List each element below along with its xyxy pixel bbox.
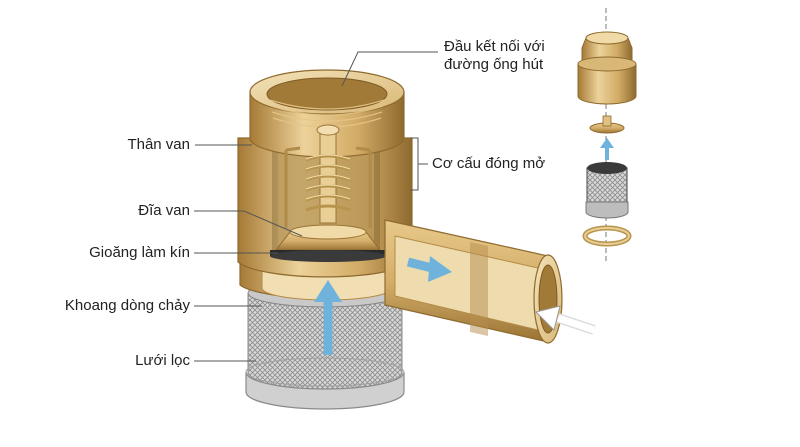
label-connector-line1: Đầu kết nối với <box>444 38 545 55</box>
flow-arrows <box>314 256 596 355</box>
top-connector <box>249 69 405 158</box>
leader-mechanism <box>410 137 428 191</box>
label-chamber: Khoang dòng chảy <box>64 297 190 314</box>
label-disc: Đĩa van <box>138 202 190 219</box>
label-body: Thân van <box>127 136 190 153</box>
exploded-strainer <box>585 162 629 219</box>
leader-connector <box>341 51 438 87</box>
label-connector-line2: đường ống hút <box>444 56 544 73</box>
label-connector: Đầu kết nối với đường ống hút <box>444 38 545 74</box>
leader-lines <box>194 51 438 362</box>
leader-disc <box>194 210 303 237</box>
label-strainer: Lưới lọc <box>135 352 190 369</box>
exploded-view <box>577 8 637 262</box>
exploded-disc <box>589 115 625 134</box>
gasket-ring <box>270 250 386 262</box>
exploded-ring <box>582 225 632 247</box>
label-gasket: Gioăng làm kín <box>89 244 190 261</box>
spring-mechanism <box>284 124 372 228</box>
label-mechanism: Cơ cấu đóng mở <box>432 155 546 172</box>
exploded-hex-nut <box>577 31 637 105</box>
outlet-pipe <box>384 219 563 344</box>
